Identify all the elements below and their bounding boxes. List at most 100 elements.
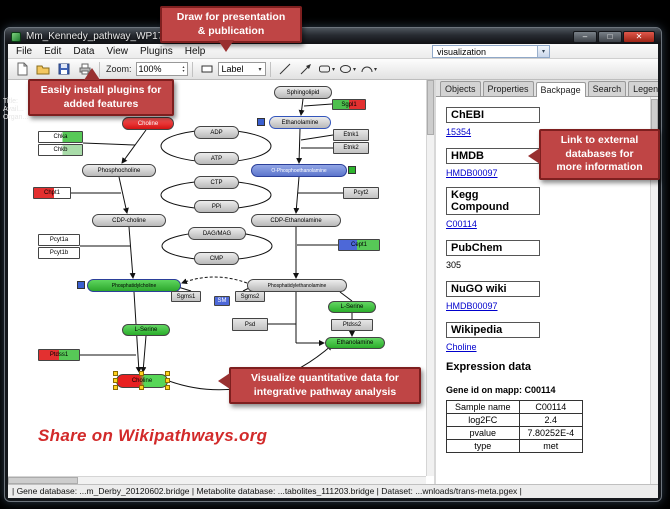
tab-backpage[interactable]: Backpage (535, 82, 586, 97)
pathway-node-ptdss2[interactable]: Ptdss2 (331, 319, 373, 331)
pathway-node-sphingolipid[interactable]: Sphingolipid (274, 86, 332, 99)
pathway-node-pcyt2[interactable]: Pcyt2 (343, 187, 379, 199)
close-button[interactable]: ✕ (623, 30, 655, 43)
external-link-kegg-compound[interactable]: C00114 (446, 219, 477, 229)
open-file-button[interactable] (33, 60, 53, 78)
menu-item-data[interactable]: Data (73, 45, 95, 57)
menu-item-help[interactable]: Help (184, 45, 206, 57)
pathway-node-sgms1[interactable]: Sgms1 (171, 291, 201, 302)
scrollbar-thumb[interactable] (8, 477, 78, 484)
pathway-node-phosphatidylethanolamine[interactable]: Phosphatidylethanolamine (247, 279, 347, 292)
pathway-node-chka[interactable]: Chka (38, 131, 83, 143)
pathway-node-pcyt1a[interactable]: Pcyt1a (38, 234, 80, 246)
selection-handle[interactable] (165, 378, 170, 383)
arrow-tool-button[interactable] (296, 60, 316, 78)
toolbar-separator (191, 61, 193, 77)
external-link-hmdb[interactable]: HMDB00097 (446, 168, 498, 178)
external-link-wikipedia[interactable]: Choline (446, 342, 477, 352)
pathway-node-phosphatidylcholine[interactable]: Phosphatidylcholine (87, 279, 181, 292)
canvas-vertical-scrollbar[interactable] (426, 80, 434, 476)
tab-objects[interactable]: Objects (440, 81, 481, 96)
pathway-node-l-serine-left[interactable]: L-Serine (122, 324, 170, 336)
pathway-node-sgms2[interactable]: Sgms2 (235, 291, 265, 302)
pathway-node-sgpl1[interactable]: Sgpl1 (332, 99, 366, 110)
selection-handle[interactable] (165, 371, 170, 376)
save-disk-icon (58, 63, 70, 75)
spinner-arrows-icon[interactable]: ▴▾ (182, 64, 185, 73)
pathway-node-chpt1[interactable]: Chpt1 (33, 187, 71, 199)
new-file-button[interactable] (12, 60, 32, 78)
app-icon (11, 31, 21, 42)
mini-node[interactable] (77, 281, 85, 289)
left-panel-label: Organ... (3, 114, 29, 121)
arc-tool-button[interactable]: ▾ (359, 60, 379, 78)
selection-handle[interactable] (113, 371, 118, 376)
toolbar-separator (269, 61, 271, 77)
selection-handle[interactable] (165, 385, 170, 390)
pathway-node-ptdss1[interactable]: Ptdss1 (38, 349, 80, 361)
pathway-node-etnk1[interactable]: Etnk1 (333, 129, 369, 141)
mini-node[interactable] (257, 118, 265, 126)
mini-node[interactable] (348, 166, 356, 174)
tab-search[interactable]: Search (587, 81, 627, 96)
pathway-node-cept1[interactable]: Cept1 (338, 239, 380, 251)
selection-handle[interactable] (139, 385, 144, 390)
left-panel-label: Title: (3, 98, 18, 105)
pathway-node-cmp[interactable]: CMP (194, 252, 239, 265)
external-link-chebi[interactable]: 15354 (446, 127, 472, 137)
label-tool-dropdown[interactable]: Label ▾ (217, 62, 266, 76)
pathway-node-ppi[interactable]: PPi (194, 200, 239, 213)
pathway-node-cdp-choline[interactable]: CDP-choline (92, 214, 166, 227)
pathway-node-adp[interactable]: ADP (194, 126, 239, 139)
arc-icon (361, 66, 373, 73)
maximize-button[interactable]: □ (598, 30, 622, 43)
title-bar[interactable]: Mm_Kennedy_pathway_WP1771_45176.gpml – □… (5, 28, 661, 44)
pathway-node-l-serine-right[interactable]: L-Serine (328, 301, 376, 313)
rounded-rect-tool-button[interactable]: ▾ (317, 60, 337, 78)
selection-handle[interactable] (139, 371, 144, 376)
visualization-dropdown[interactable]: visualization ▾ (432, 45, 550, 58)
selection-handle[interactable] (113, 378, 118, 383)
pathway-node-psd[interactable]: Psd (232, 318, 268, 331)
pathway-node-cdp-ethanolamine[interactable]: CDP-Ethanolamine (251, 214, 341, 227)
menu-item-view[interactable]: View (106, 45, 128, 57)
ellipse-tool-button[interactable]: ▾ (338, 60, 358, 78)
gene-id-line: Gene id on mapp: C00114 (446, 385, 556, 395)
pathway-node-ethanolamine-bottom[interactable]: Ethanolamine (325, 337, 385, 349)
pathway-node-o-phosphoethanolamine[interactable]: O-Phosphoethanolamine (251, 164, 347, 177)
external-link-nugo-wiki[interactable]: HMDB00097 (446, 301, 498, 311)
chevron-down-icon[interactable]: ▾ (537, 46, 549, 57)
pathway-node-etnk2[interactable]: Etnk2 (333, 142, 369, 154)
expression-data-title: Expression data (446, 361, 531, 373)
line-tool-button[interactable] (275, 60, 295, 78)
pathway-node-ethanolamine-top[interactable]: Ethanolamine (269, 116, 331, 129)
pathway-node-pcyt1b[interactable]: Pcyt1b (38, 247, 80, 259)
pathway-node-atp[interactable]: ATP (194, 152, 239, 165)
save-button[interactable] (54, 60, 74, 78)
minimize-button[interactable]: – (573, 30, 597, 43)
datanode-tool-button[interactable] (197, 60, 217, 78)
pathway-node-sm[interactable]: SM (214, 296, 230, 306)
pathway-node-phosphocholine[interactable]: Phosphocholine (82, 164, 156, 177)
menu-item-file[interactable]: File (16, 45, 33, 57)
pathway-node-dag-mag[interactable]: DAG/MAG (188, 227, 246, 240)
zoom-combobox[interactable]: 100% ▴▾ (135, 62, 188, 76)
section-header-wikipedia: Wikipedia (446, 322, 540, 338)
pathway-node-chkb[interactable]: Chkb (38, 144, 83, 156)
tab-legend[interactable]: Legend (628, 81, 658, 96)
canvas-horizontal-scrollbar[interactable] (8, 476, 426, 484)
menu-item-edit[interactable]: Edit (44, 45, 62, 57)
selection-handle[interactable] (113, 385, 118, 390)
pathway-node-ctp[interactable]: CTP (194, 176, 239, 189)
menu-item-plugins[interactable]: Plugins (139, 45, 173, 57)
panel-splitter[interactable] (434, 80, 436, 484)
pathway-node-choline-top[interactable]: Choline (122, 117, 174, 130)
tab-properties[interactable]: Properties (482, 81, 534, 96)
scrollbar-thumb[interactable] (427, 80, 434, 135)
table-cell: C00114 (518, 400, 584, 414)
new-document-icon (17, 62, 28, 76)
